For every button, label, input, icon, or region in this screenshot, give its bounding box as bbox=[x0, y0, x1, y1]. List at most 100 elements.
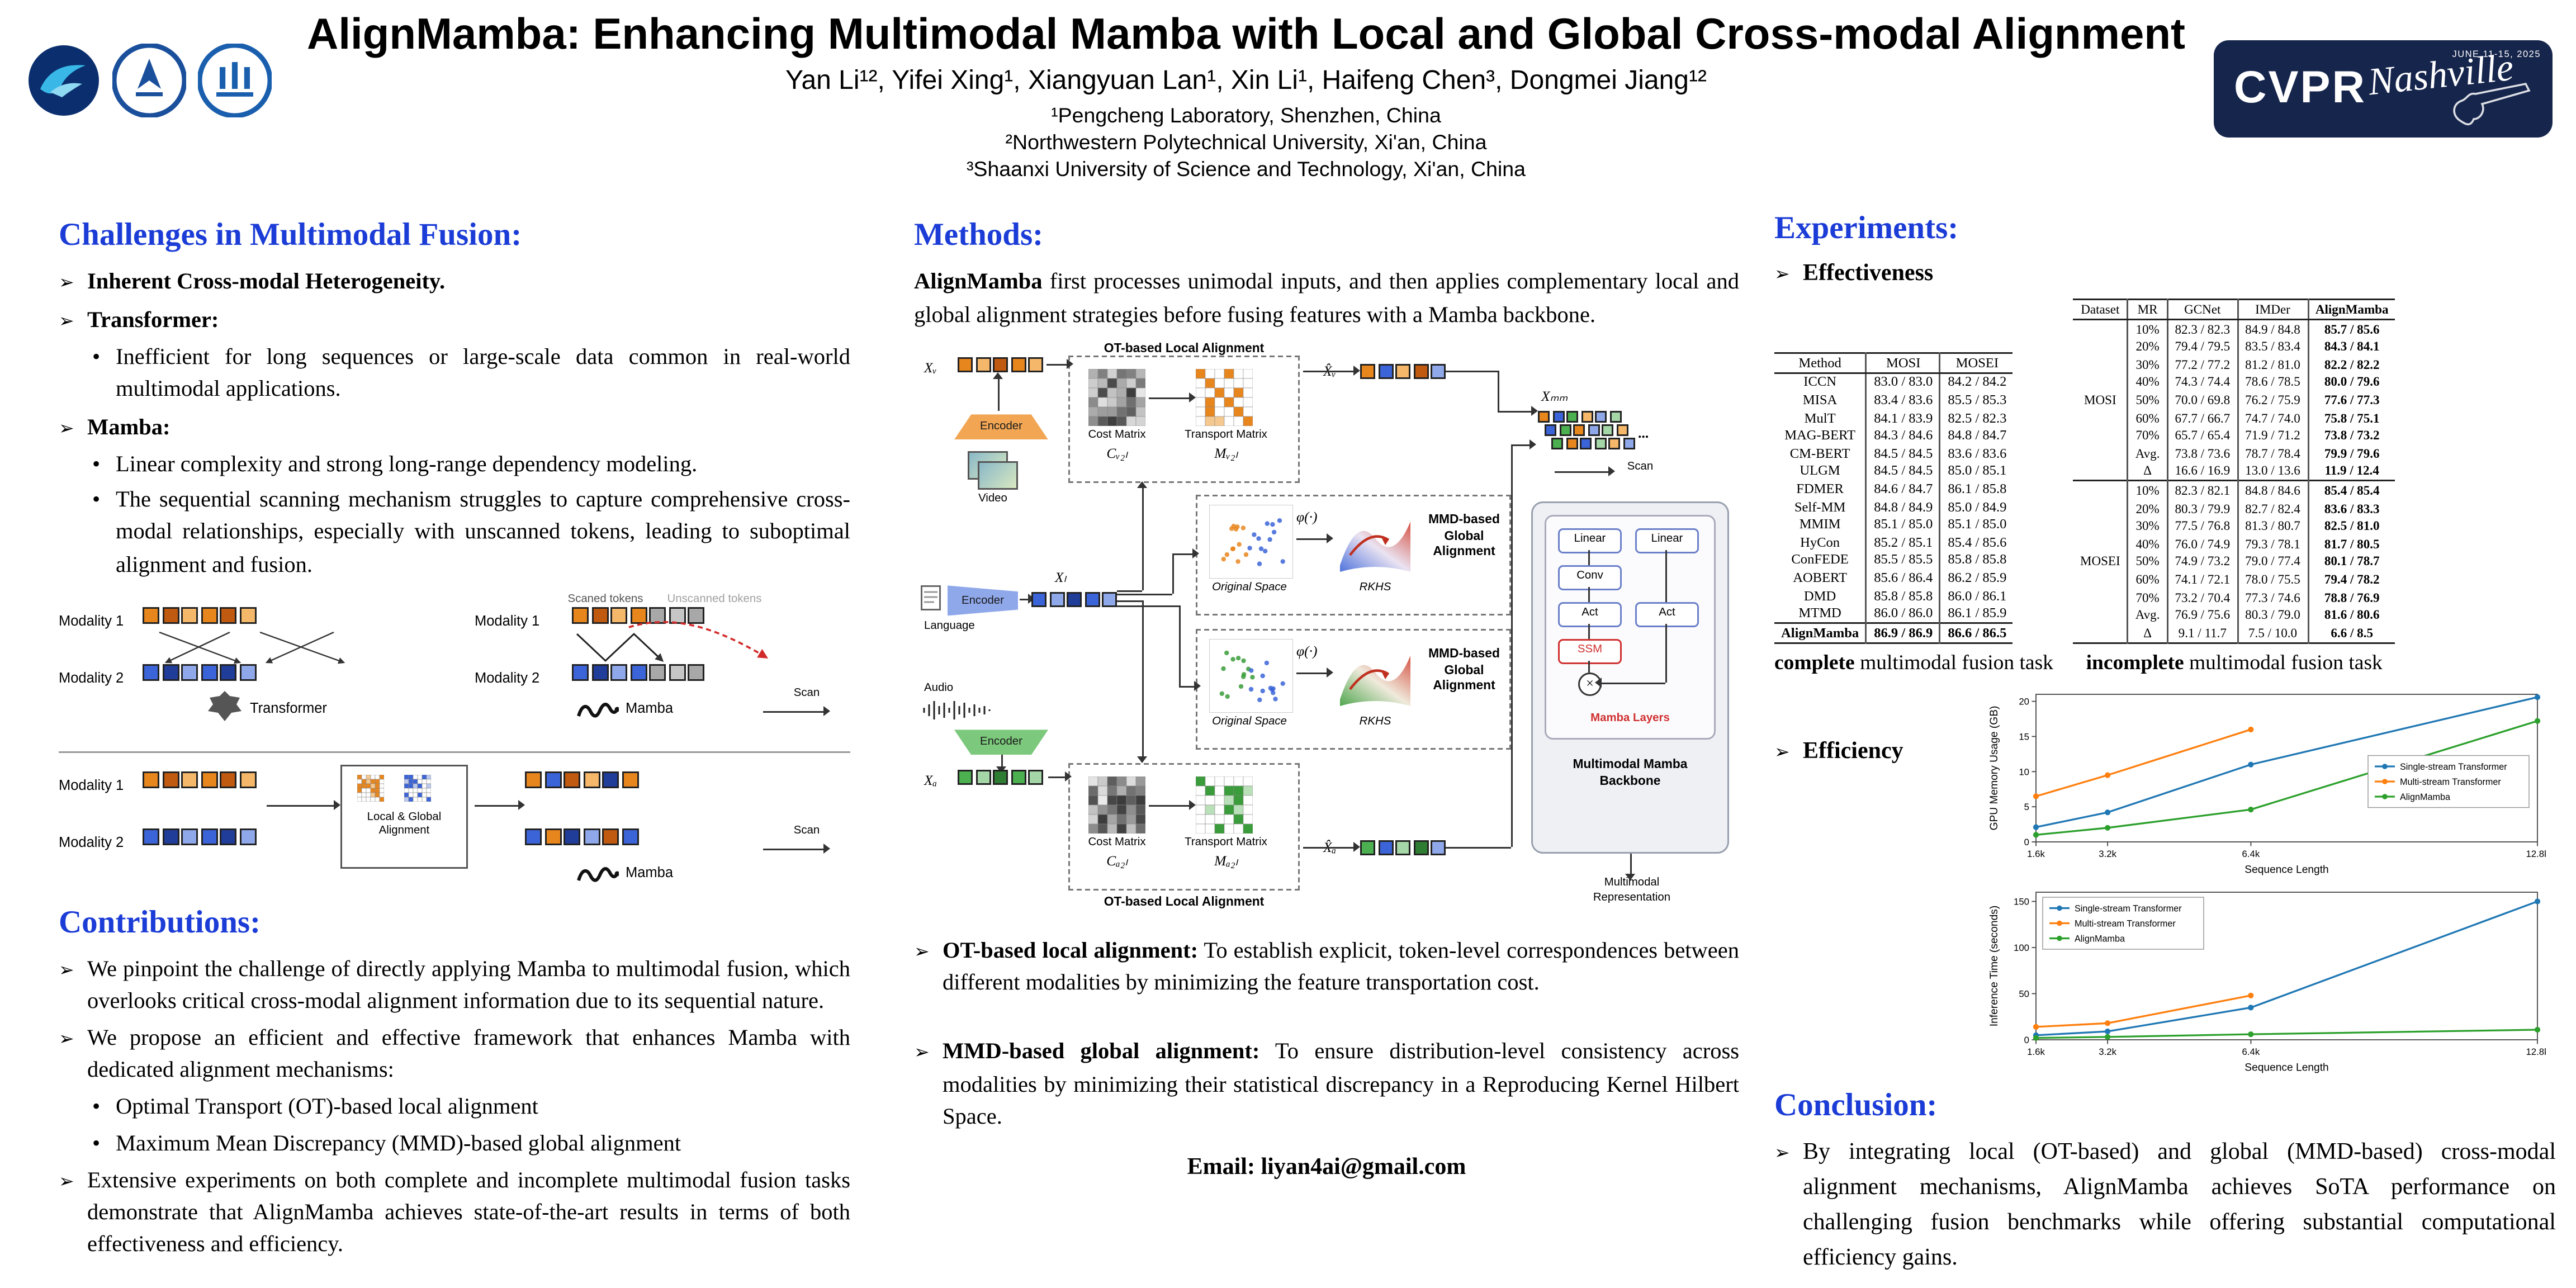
challenge-3-text: Mamba: bbox=[87, 413, 171, 439]
multimodal-token-row-1 bbox=[1538, 411, 1621, 423]
mamba-label: Mamba bbox=[626, 863, 674, 880]
conv-block: Conv bbox=[1558, 565, 1622, 591]
svg-text:AlignMamba: AlignMamba bbox=[2400, 792, 2450, 802]
challenge-1-text: Inherent Cross-modal Heterogeneity. bbox=[87, 268, 446, 293]
efficiency-section: Efficiency 051015201.6k3.2k6.4k12.8kSequ… bbox=[1774, 685, 2556, 1074]
challenge-3-sub-2: The sequential scanning mechanism strugg… bbox=[92, 484, 850, 580]
video-encoder: Encoder bbox=[954, 414, 1048, 440]
dot-bullet-icon bbox=[92, 1126, 116, 1158]
original-space-label: Original Space bbox=[1212, 582, 1287, 594]
transport-matrix-v bbox=[1196, 369, 1253, 427]
mmd-internal-arrow-bottom bbox=[1296, 667, 1333, 678]
svg-text:Sequence Length: Sequence Length bbox=[2244, 1061, 2328, 1073]
ot-internal-arrow-top bbox=[1149, 392, 1196, 403]
sust-logo bbox=[198, 44, 272, 117]
svg-text:GPU Memory Usage (GB): GPU Memory Usage (GB) bbox=[1988, 705, 2000, 830]
svg-text:50: 50 bbox=[2019, 988, 2029, 998]
challenge-item-2: Transformer: bbox=[59, 303, 850, 336]
svg-text:Single-stream Transformer: Single-stream Transformer bbox=[2075, 903, 2182, 913]
output-arrow bbox=[1625, 854, 1636, 881]
token-row-aligned-2 bbox=[525, 828, 638, 845]
modality2-label: Modality 2 bbox=[475, 669, 540, 686]
svg-text:AlignMamba: AlignMamba bbox=[2075, 933, 2125, 943]
contribution-2: We propose an efficient and effective fr… bbox=[59, 1021, 850, 1086]
svg-text:150: 150 bbox=[2014, 896, 2029, 906]
svg-text:Sequence Length: Sequence Length bbox=[2244, 863, 2328, 875]
scanned-tokens-label: Scaned tokens bbox=[567, 593, 643, 605]
linear-block-2: Linear bbox=[1635, 528, 1699, 554]
mamba-label: Mamba bbox=[626, 699, 674, 716]
guitar-icon bbox=[2453, 82, 2531, 126]
scan-arrow bbox=[763, 705, 830, 716]
cvpr-wordmark: CVPR bbox=[2234, 62, 2367, 112]
language-token-row bbox=[1031, 592, 1117, 608]
act-block-1: Act bbox=[1558, 602, 1622, 628]
arrow-bullet-icon bbox=[1774, 736, 1803, 1068]
lang-to-mmd-top-arrow bbox=[1172, 548, 1199, 559]
scan-order-path bbox=[576, 632, 664, 662]
figure-divider bbox=[59, 751, 850, 753]
arrow-bullet-icon bbox=[59, 952, 87, 1016]
gate-arrow bbox=[1595, 678, 1665, 688]
cvpr-dates: JUNE 11-15, 2025 bbox=[2452, 50, 2541, 60]
ellipsis: ... bbox=[1639, 424, 1650, 442]
modality1-label: Modality 1 bbox=[59, 776, 124, 793]
caption-complete: complete multimodal fusion task bbox=[1774, 650, 2053, 674]
transport-matrix-a bbox=[1196, 776, 1253, 834]
experiments-heading: Experiments: bbox=[1774, 211, 1959, 247]
audio-to-ot-arrow bbox=[1048, 771, 1072, 782]
xa-label: Xₐ bbox=[924, 771, 937, 789]
arrow-bullet-icon bbox=[914, 934, 943, 998]
methods-heading: Methods: bbox=[914, 218, 1044, 253]
language-encoder: Encoder bbox=[948, 585, 1018, 616]
original-space-scatter-bottom bbox=[1209, 639, 1293, 713]
svg-text:20: 20 bbox=[2019, 695, 2029, 706]
out-of-alignment-arrow bbox=[475, 799, 525, 810]
linear-block-1: Linear bbox=[1558, 528, 1622, 554]
waveform-icon bbox=[923, 701, 991, 720]
multimodal-token-row-2 bbox=[1545, 424, 1628, 437]
unscanned-tokens-label: Unscanned tokens bbox=[667, 593, 762, 605]
arrow-bullet-icon bbox=[1774, 1135, 1803, 1276]
arrow-bullet-icon bbox=[59, 303, 87, 336]
svg-text:5: 5 bbox=[2024, 801, 2029, 812]
scan-label: Scan bbox=[793, 825, 820, 837]
svg-text:6.4k: 6.4k bbox=[2242, 1046, 2260, 1057]
poster-header: AlignMamba: Enhancing Multimodal Mamba w… bbox=[0, 0, 2576, 201]
phi-label: φ(·) bbox=[1296, 508, 1318, 525]
modality2-label: Modality 2 bbox=[59, 669, 124, 686]
contribution-2-sub-1: Optimal Transport (OT)-based local align… bbox=[92, 1091, 850, 1123]
svg-text:Single-stream Transformer: Single-stream Transformer bbox=[2400, 761, 2507, 771]
ot-to-xhata-arrow bbox=[1303, 842, 1360, 853]
challenges-figure: Modality 1 Modality 2 bbox=[59, 593, 850, 892]
svg-text:Inference Time (seconds): Inference Time (seconds) bbox=[1988, 905, 2000, 1026]
pengcheng-lab-logo bbox=[29, 45, 99, 116]
token-row-modality2 bbox=[143, 664, 256, 681]
contact-email: Email: liyan4ai@gmail.com bbox=[1187, 1155, 1466, 1181]
representation-label: Multimodal Representation bbox=[1593, 877, 1671, 903]
contributions-heading: Contributions: bbox=[59, 905, 261, 941]
lang-to-ot-top-arrow bbox=[1137, 481, 1148, 591]
alignment-matrix-thumb-2 bbox=[404, 774, 431, 802]
affiliation-3: ³Shaanxi University of Science and Techn… bbox=[966, 158, 1526, 182]
xhata-to-xmm-arrow bbox=[1511, 439, 1536, 450]
phi-label: φ(·) bbox=[1296, 642, 1318, 660]
middle-column: Methods: AlignMamba first processes unim… bbox=[914, 205, 1739, 1206]
language-label: Language bbox=[924, 621, 975, 633]
lang-to-mmd-bottom-arrow bbox=[1179, 681, 1201, 692]
svg-text:1.6k: 1.6k bbox=[2027, 1046, 2045, 1057]
affiliations: ¹Pengcheng Laboratory, Shenzhen, China ²… bbox=[302, 102, 2190, 184]
effectiveness-bullet: Effectiveness bbox=[1774, 258, 2556, 292]
svg-text:6.4k: 6.4k bbox=[2242, 848, 2260, 859]
alignment-matrix-thumb-1 bbox=[357, 774, 384, 802]
left-column: Challenges in Multimodal Fusion: Inheren… bbox=[59, 205, 850, 1265]
audio-token-row bbox=[958, 770, 1043, 785]
act-block-2: Act bbox=[1635, 602, 1699, 628]
ot-internal-arrow-bottom bbox=[1149, 800, 1196, 811]
arrow-bullet-icon bbox=[914, 1035, 943, 1131]
